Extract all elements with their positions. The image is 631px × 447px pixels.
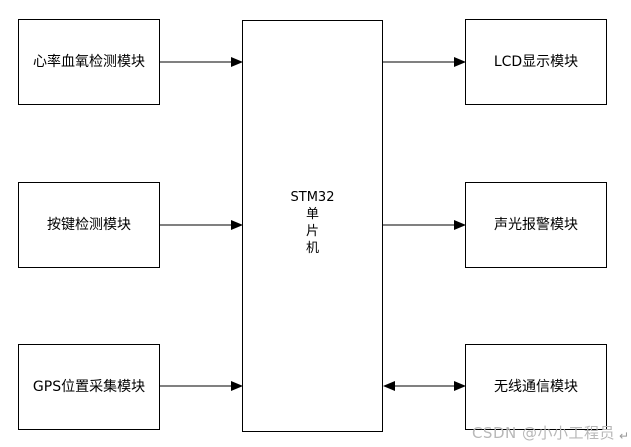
mcu-label-line-2: 单 <box>305 207 319 222</box>
wireless-comm-module-label: 无线通信模块 <box>494 378 578 395</box>
heart-rate-spo2-module: 心率血氧检测模块 <box>18 19 160 105</box>
lcd-display-module-label: LCD显示模块 <box>493 53 579 70</box>
key-detect-module-label: 按键检测模块 <box>47 216 131 233</box>
mcu-label: STM32 单 片 机 <box>291 189 335 257</box>
mcu-label-line-1: STM32 <box>290 190 335 205</box>
sound-light-alarm-module: 声光报警模块 <box>465 182 607 268</box>
gps-module-label: GPS位置采集模块 <box>32 378 146 395</box>
mcu-label-line-3: 片 <box>305 224 319 239</box>
watermark: CSDN @小小工程员 <box>471 424 615 442</box>
heart-rate-spo2-module-label: 心率血氧检测模块 <box>33 53 145 70</box>
wireless-comm-module: 无线通信模块 <box>465 344 607 430</box>
mcu-label-line-4: 机 <box>305 241 319 256</box>
gps-module: GPS位置采集模块 <box>18 344 160 430</box>
key-detect-module: 按键检测模块 <box>18 182 160 268</box>
sound-light-alarm-module-label: 声光报警模块 <box>494 216 578 233</box>
lcd-display-module: LCD显示模块 <box>465 19 607 105</box>
return-glyph-icon: ↵ <box>618 429 629 443</box>
mcu-block: STM32 单 片 机 <box>242 20 383 432</box>
